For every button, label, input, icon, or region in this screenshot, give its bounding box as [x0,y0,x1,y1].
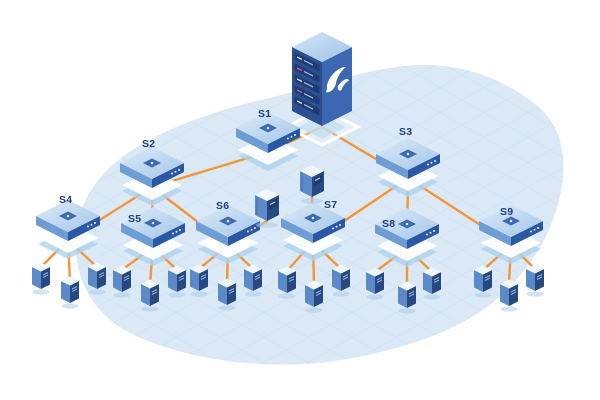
switch-s5-node: S5 [117,205,189,269]
client-tower-node [189,264,209,298]
client-tower-icon [190,264,208,297]
client-tower-node [422,267,442,301]
standalone-tower-icon [300,165,324,204]
main-server-icon [282,32,362,147]
switch-label: S7 [324,199,338,211]
switch-label: S9 [500,206,514,218]
switch-device-icon [120,147,184,206]
client-tower-node [217,278,237,312]
switch-label: S5 [128,213,142,225]
client-tower-icon [332,264,350,297]
client-tower-node [331,264,351,298]
client-tower-icon [278,266,296,299]
client-tower-icon [218,278,236,311]
switch-device-icon [375,208,439,267]
client-tower-node [87,262,107,296]
switch-s8-node: S8 [371,206,443,270]
switch-s6-node: S6 [192,200,264,267]
client-tower-icon [500,279,518,312]
client-tower-node [31,262,51,296]
client-tower-icon [398,281,416,314]
client-tower-node [365,267,385,301]
standalone-tower-icon [255,189,279,228]
switch-device-icon [236,112,300,171]
switch-label: S8 [382,218,396,230]
client-tower-node [243,264,263,298]
client-tower-node [167,265,187,299]
main-server-node [280,23,364,149]
switch-s4-node: S4 [32,194,104,262]
client-tower-icon [305,280,323,313]
client-tower-node [525,264,545,298]
client-tower-icon [113,265,131,298]
switch-device-icon [121,207,185,266]
client-tower-icon [168,265,186,298]
switch-device-icon [196,205,260,264]
switch-device-icon [479,205,543,264]
brand-swoosh-logo [326,66,349,93]
switch-label: S4 [59,194,73,206]
client-tower-node [473,265,493,299]
switch-label: S3 [399,126,413,138]
standalone-tower-node [299,164,325,206]
client-tower-node [397,281,417,315]
client-tower-icon [526,264,544,297]
client-tower-icon [32,262,50,295]
switch-device-icon [36,200,100,259]
switch-device-icon [281,202,345,261]
client-tower-node [304,280,324,314]
switch-s9-node: S9 [475,203,547,267]
switch-s1-node: S1 [232,108,304,174]
server-drive-slots [294,52,320,116]
client-tower-node [60,276,80,310]
client-tower-icon [366,267,384,300]
standalone-tower-node [254,188,280,230]
client-tower-node [499,279,519,313]
client-tower-icon [474,265,492,298]
client-tower-node [140,279,160,313]
switch-s2-node: S2 [116,139,188,209]
client-tower-icon [88,262,106,295]
switch-s7-node: S7 [277,200,349,264]
client-tower-node [112,265,132,299]
switch-label: S2 [142,138,156,150]
client-tower-icon [141,279,159,312]
client-tower-node [277,266,297,300]
switch-label: S1 [258,108,272,120]
switch-device-icon [376,138,440,197]
switch-s3-node: S3 [372,127,444,200]
switch-label: S6 [216,200,230,212]
client-tower-icon [244,264,262,297]
client-tower-icon [423,267,441,300]
client-tower-icon [61,276,79,309]
